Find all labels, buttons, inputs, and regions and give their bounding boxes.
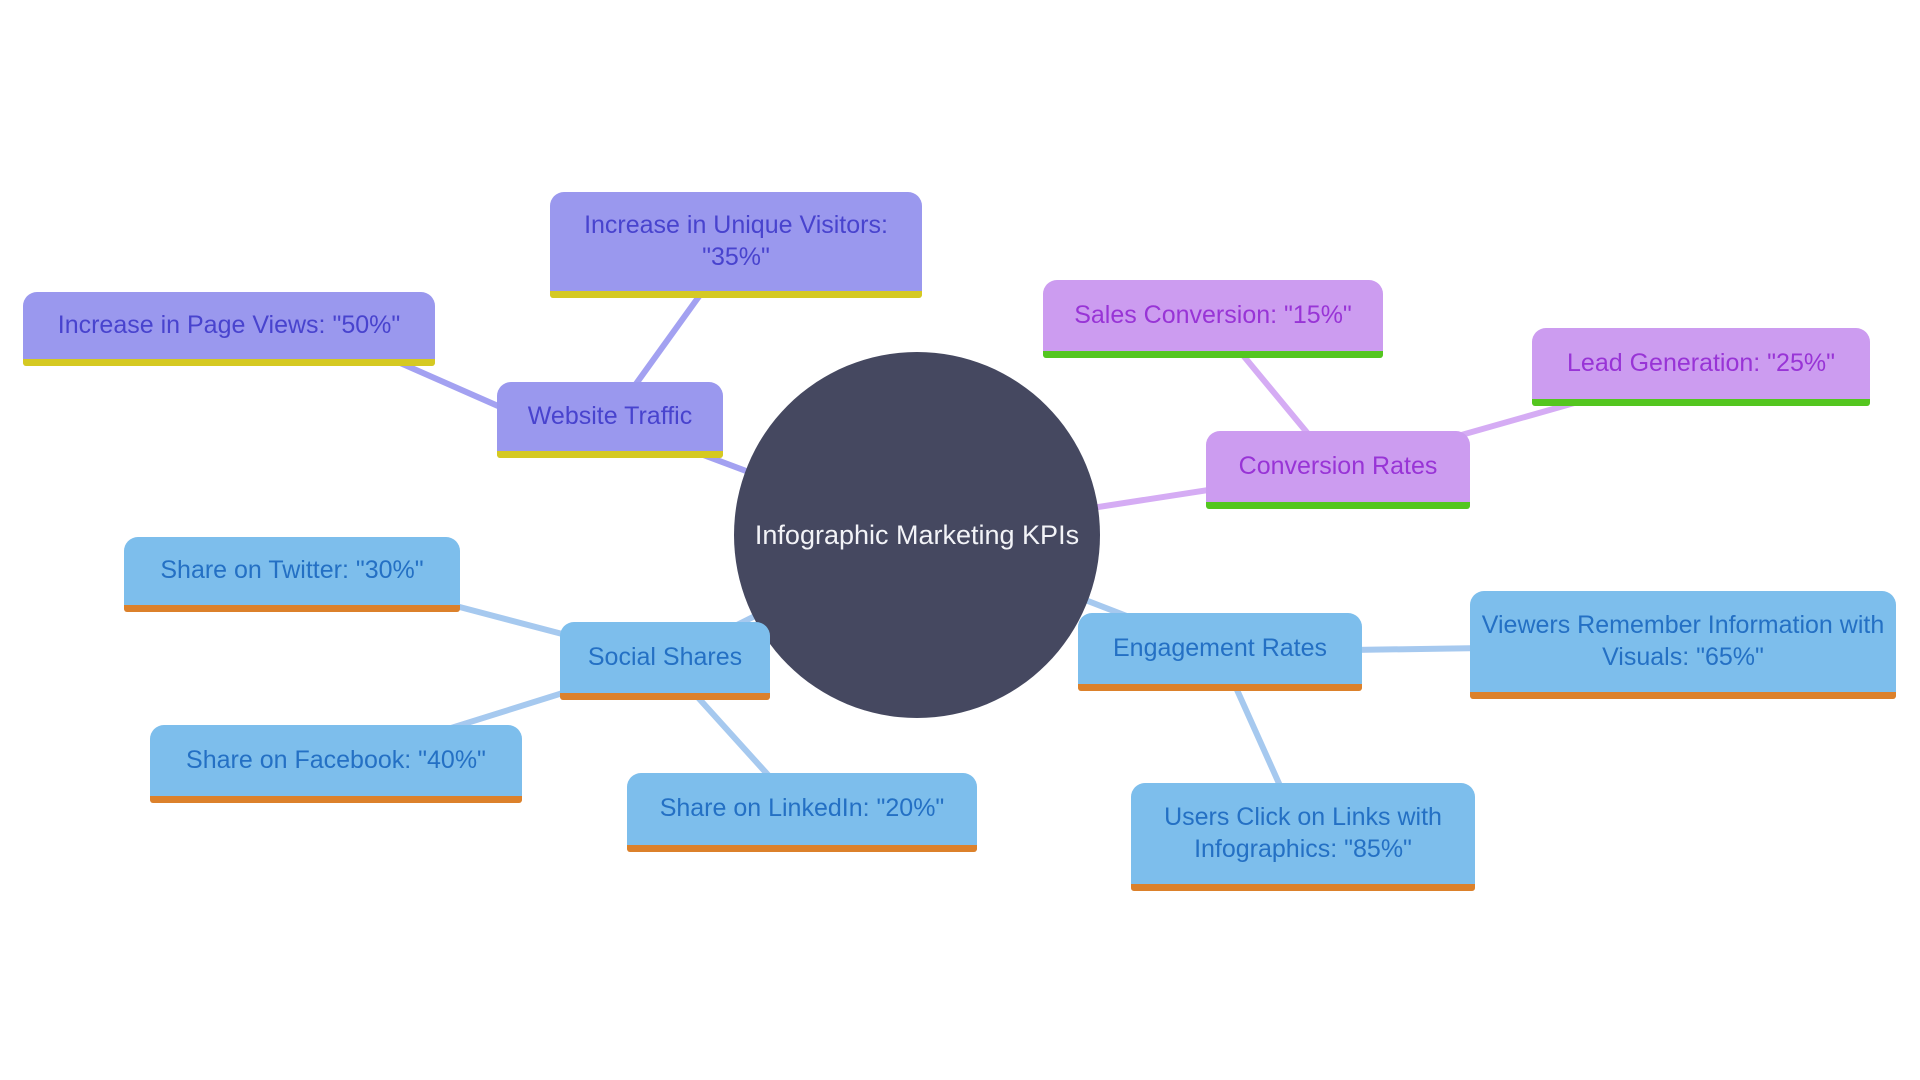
node-underline-share-twitter — [124, 605, 460, 612]
node-users-click[interactable]: Users Click on Links with Infographics: … — [1131, 783, 1475, 891]
node-share-facebook[interactable]: Share on Facebook: "40%" — [150, 725, 522, 803]
node-underline-social-shares — [560, 693, 770, 700]
node-unique-visitors[interactable]: Increase in Unique Visitors: "35%" — [550, 192, 922, 298]
node-underline-website-traffic — [497, 451, 723, 458]
central-topic-label: Infographic Marketing KPIs — [754, 519, 1080, 550]
node-share-linkedin[interactable]: Share on LinkedIn: "20%" — [627, 773, 977, 852]
node-underline-share-facebook — [150, 796, 522, 803]
node-underline-sales-conversion — [1043, 351, 1383, 358]
node-label-share-linkedin: Share on LinkedIn: "20%" — [659, 794, 945, 823]
central-topic-node[interactable]: Infographic Marketing KPIs — [734, 352, 1100, 718]
node-viewers-remember[interactable]: Viewers Remember Information with Visual… — [1470, 591, 1896, 699]
node-label-lead-generation: Lead Generation: "25%" — [1567, 348, 1835, 377]
node-label-users-click: Users Click on Links with Infographics: … — [1164, 803, 1442, 863]
node-label-share-twitter: Share on Twitter: "30%" — [160, 556, 424, 585]
node-engagement-rates[interactable]: Engagement Rates — [1078, 613, 1362, 691]
node-label-engagement-rates: Engagement Rates — [1112, 633, 1328, 662]
node-label-viewers-remember: Viewers Remember Information with Visual… — [1481, 611, 1885, 671]
node-label-sales-conversion: Sales Conversion: "15%" — [1074, 300, 1352, 329]
node-label-conversion-rates: Conversion Rates — [1238, 451, 1438, 480]
node-website-traffic[interactable]: Website Traffic — [497, 382, 723, 458]
node-underline-share-linkedin — [627, 845, 977, 852]
node-underline-users-click — [1131, 884, 1475, 891]
node-label-page-views: Increase in Page Views: "50%" — [57, 310, 401, 339]
node-label-website-traffic: Website Traffic — [527, 401, 693, 430]
node-page-views[interactable]: Increase in Page Views: "50%" — [23, 292, 435, 366]
node-label-unique-visitors: Increase in Unique Visitors: "35%" — [584, 211, 888, 271]
node-underline-conversion-rates — [1206, 502, 1470, 509]
node-underline-page-views — [23, 359, 435, 366]
node-sales-conversion[interactable]: Sales Conversion: "15%" — [1043, 280, 1383, 358]
node-share-twitter[interactable]: Share on Twitter: "30%" — [124, 537, 460, 612]
node-social-shares[interactable]: Social Shares — [560, 622, 770, 700]
node-underline-unique-visitors — [550, 291, 922, 298]
node-underline-engagement-rates — [1078, 684, 1362, 691]
node-underline-viewers-remember — [1470, 692, 1896, 699]
node-lead-generation[interactable]: Lead Generation: "25%" — [1532, 328, 1870, 406]
node-label-social-shares: Social Shares — [587, 642, 743, 671]
node-conversion-rates[interactable]: Conversion Rates — [1206, 431, 1470, 509]
node-label-share-facebook: Share on Facebook: "40%" — [186, 745, 486, 774]
node-underline-lead-generation — [1532, 399, 1870, 406]
